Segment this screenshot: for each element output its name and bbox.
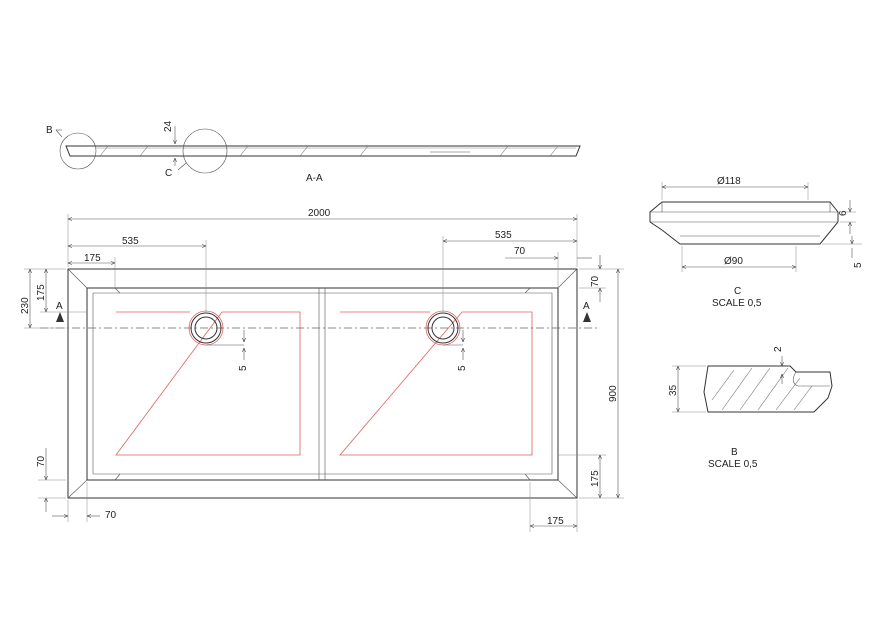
callout-b-label: B xyxy=(46,125,53,136)
detail-b-scale: SCALE 0,5 xyxy=(708,459,758,470)
dim-bottom-70: 70 xyxy=(105,510,117,521)
detail-b-height-dim: 35 xyxy=(668,384,679,396)
dim-right-bottom-175: 175 xyxy=(590,470,601,487)
dim-bottom-left-70: 70 xyxy=(36,455,47,467)
section-hatch xyxy=(99,145,559,157)
detail-b-lip-dim: 2 xyxy=(773,346,784,352)
dim-overall-width: 900 xyxy=(608,385,619,402)
dim-left-230: 230 xyxy=(20,297,31,314)
dim-overall-length: 2000 xyxy=(308,208,331,219)
detail-c-step-dim: 5 xyxy=(853,262,864,268)
detail-view-b: 35 2 B SCALE 0,5 xyxy=(668,346,833,470)
section-mark-right: A xyxy=(583,301,590,312)
dim-right-rim: 70 xyxy=(514,246,526,257)
tray-outline xyxy=(67,268,578,499)
section-view-a-a: B C 24 A-A xyxy=(46,120,581,184)
detail-view-c: Ø118 Ø90 6 5 C SCALE 0,5 xyxy=(649,176,864,309)
dim-left-inset: 175 xyxy=(84,253,101,264)
detail-c-height-dim: 6 xyxy=(838,210,849,216)
section-mark-left: A xyxy=(56,301,63,312)
tray-inner-rim xyxy=(86,287,559,481)
section-view-label: A-A xyxy=(306,173,323,184)
detail-c-bottom-diameter: Ø90 xyxy=(724,256,743,267)
detail-c-scale: SCALE 0,5 xyxy=(712,298,762,309)
dim-right-drain: 535 xyxy=(495,230,512,241)
plan-view: 2000 535 535 175 70 230 175 A A xyxy=(20,208,624,532)
dim-right-70: 70 xyxy=(590,275,601,287)
section-thickness-dim: 24 xyxy=(163,120,174,132)
detail-b-label: B xyxy=(731,447,738,458)
dim-left-175: 175 xyxy=(36,284,47,301)
detail-b-hatch xyxy=(711,367,813,411)
dim-bottom-right-175: 175 xyxy=(547,516,564,527)
dim-drain-offset-left: 5 xyxy=(238,365,249,371)
detail-circle-c xyxy=(182,128,228,174)
drain-zone-right xyxy=(339,311,533,456)
dim-drain-offset-right: 5 xyxy=(457,365,468,371)
detail-c-label: C xyxy=(734,286,741,297)
detail-circle-b xyxy=(59,132,97,170)
section-arrow-right-icon xyxy=(583,312,591,322)
dim-left-drain: 535 xyxy=(122,236,139,247)
detail-c-top-diameter: Ø118 xyxy=(717,176,741,187)
drain-zone-left xyxy=(115,311,301,456)
section-arrow-left-icon xyxy=(56,312,64,322)
callout-c-label: C xyxy=(165,168,172,179)
